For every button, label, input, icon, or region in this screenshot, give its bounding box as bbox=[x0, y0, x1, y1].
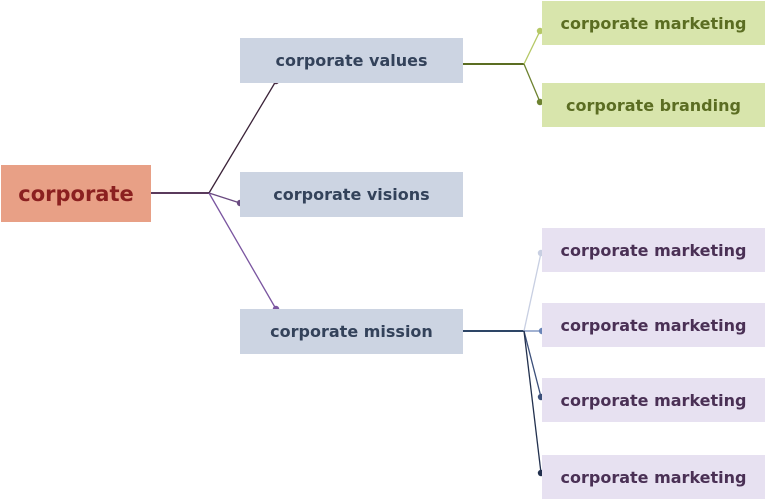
connector-dot-g1 bbox=[536, 27, 544, 35]
leaf-node-values-branding[interactable]: corporate branding bbox=[542, 83, 765, 127]
connector-mission-to-p4 bbox=[523, 330, 542, 474]
leaf-node-mission-marketing-4[interactable]: corporate marketing bbox=[542, 455, 765, 499]
leaf-node-mission-marketing-1[interactable]: corporate marketing bbox=[542, 228, 765, 272]
leaf-node-mission-marketing-3[interactable]: corporate marketing bbox=[542, 378, 765, 422]
connector-values-to-marketing bbox=[523, 30, 541, 65]
root-node[interactable]: corporate bbox=[1, 165, 151, 222]
connector-dot-g2 bbox=[536, 98, 544, 106]
leaf-node-mission-marketing-2[interactable]: corporate marketing bbox=[542, 303, 765, 347]
connector-root-to-values bbox=[208, 80, 277, 194]
branch-node-values[interactable]: corporate values bbox=[240, 38, 463, 83]
connector-root-to-visions bbox=[208, 192, 241, 204]
connector-values-to-branding bbox=[523, 63, 541, 103]
connector-root-to-mission bbox=[208, 192, 277, 310]
branch-node-visions[interactable]: corporate visions bbox=[240, 172, 463, 217]
branch-node-mission[interactable]: corporate mission bbox=[240, 309, 463, 354]
leaf-node-values-marketing[interactable]: corporate marketing bbox=[542, 1, 765, 45]
connector-mission-to-p1 bbox=[523, 252, 542, 332]
connector-mission-to-p3 bbox=[523, 330, 542, 398]
